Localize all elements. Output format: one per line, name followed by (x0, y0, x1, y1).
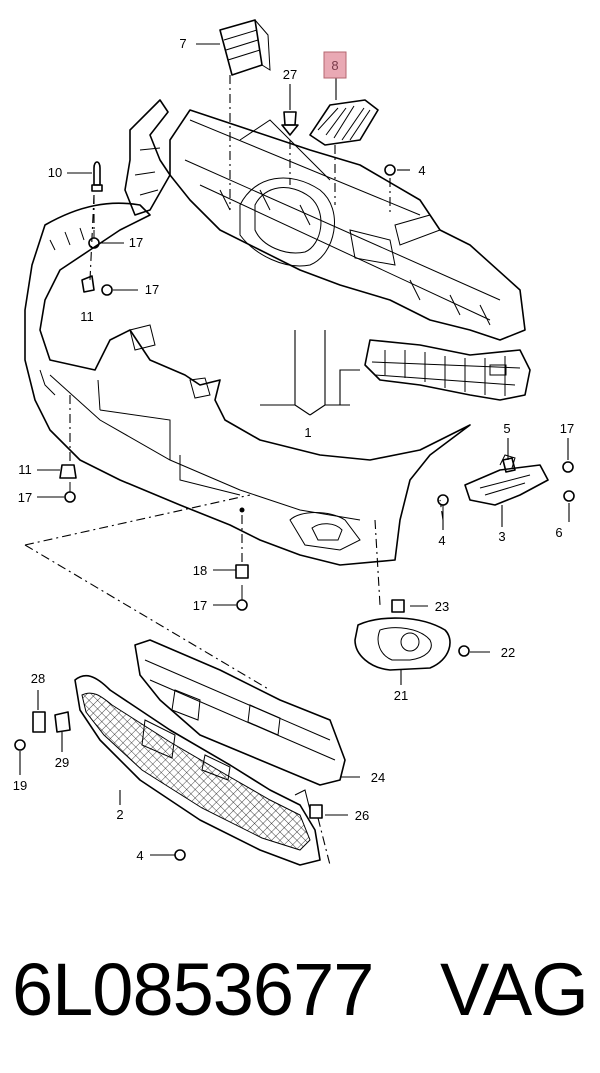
callout-11-b: 11 (18, 462, 32, 477)
fog-light-trim (354, 617, 451, 671)
callout-6: 6 (555, 525, 562, 540)
part-caption: 6L0853677 VAG (0, 940, 600, 1040)
callout-labels: 7 8 27 4 10 17 17 11 1 5 17 11 17 4 3 6 … (13, 36, 574, 863)
lower-grille (74, 674, 321, 866)
exploded-parts-diagram: 7 8 27 4 10 17 17 11 1 5 17 11 17 4 3 6 … (13, 19, 575, 866)
callout-17-e: 17 (193, 598, 207, 613)
callout-5: 5 (503, 421, 510, 436)
callout-11-a: 11 (80, 309, 94, 324)
callout-4-top: 4 (418, 163, 425, 178)
callout-21: 21 (394, 688, 408, 703)
callout-1: 1 (304, 425, 311, 440)
callout-8: 8 (331, 58, 338, 73)
callout-17-b: 17 (145, 282, 159, 297)
part-number: 6L0853677 (12, 948, 374, 1031)
grille-insert-highlighted (309, 99, 379, 146)
callout-10: 10 (48, 165, 62, 180)
callout-17-a: 17 (129, 235, 143, 250)
callout-18: 18 (193, 563, 207, 578)
lower-absorber (134, 639, 346, 786)
callout-7: 7 (179, 36, 186, 51)
bumper-carrier (124, 99, 526, 341)
highlight-box (323, 51, 347, 79)
callout-22: 22 (501, 645, 515, 660)
callout-17-d: 17 (18, 490, 32, 505)
callout-3: 3 (498, 529, 505, 544)
callout-28: 28 (31, 671, 45, 686)
callout-17-c: 17 (560, 421, 574, 436)
bumper-cover (24, 202, 471, 566)
callout-19: 19 (13, 778, 27, 793)
callout-4-bottom: 4 (136, 848, 143, 863)
callout-24: 24 (371, 770, 385, 785)
fasteners (14, 111, 575, 861)
assembly-lines (24, 75, 444, 866)
callout-23: 23 (435, 599, 449, 614)
leader-lines (19, 43, 570, 856)
brand-label: VAG (440, 948, 589, 1031)
grille-insert-left (219, 19, 271, 76)
side-bracket (464, 454, 549, 506)
callout-27: 27 (283, 67, 297, 82)
callout-29: 29 (55, 755, 69, 770)
callout-2: 2 (116, 807, 123, 822)
callout-26: 26 (355, 808, 369, 823)
lower-carrier (364, 339, 531, 401)
callout-4-mid: 4 (438, 533, 445, 548)
